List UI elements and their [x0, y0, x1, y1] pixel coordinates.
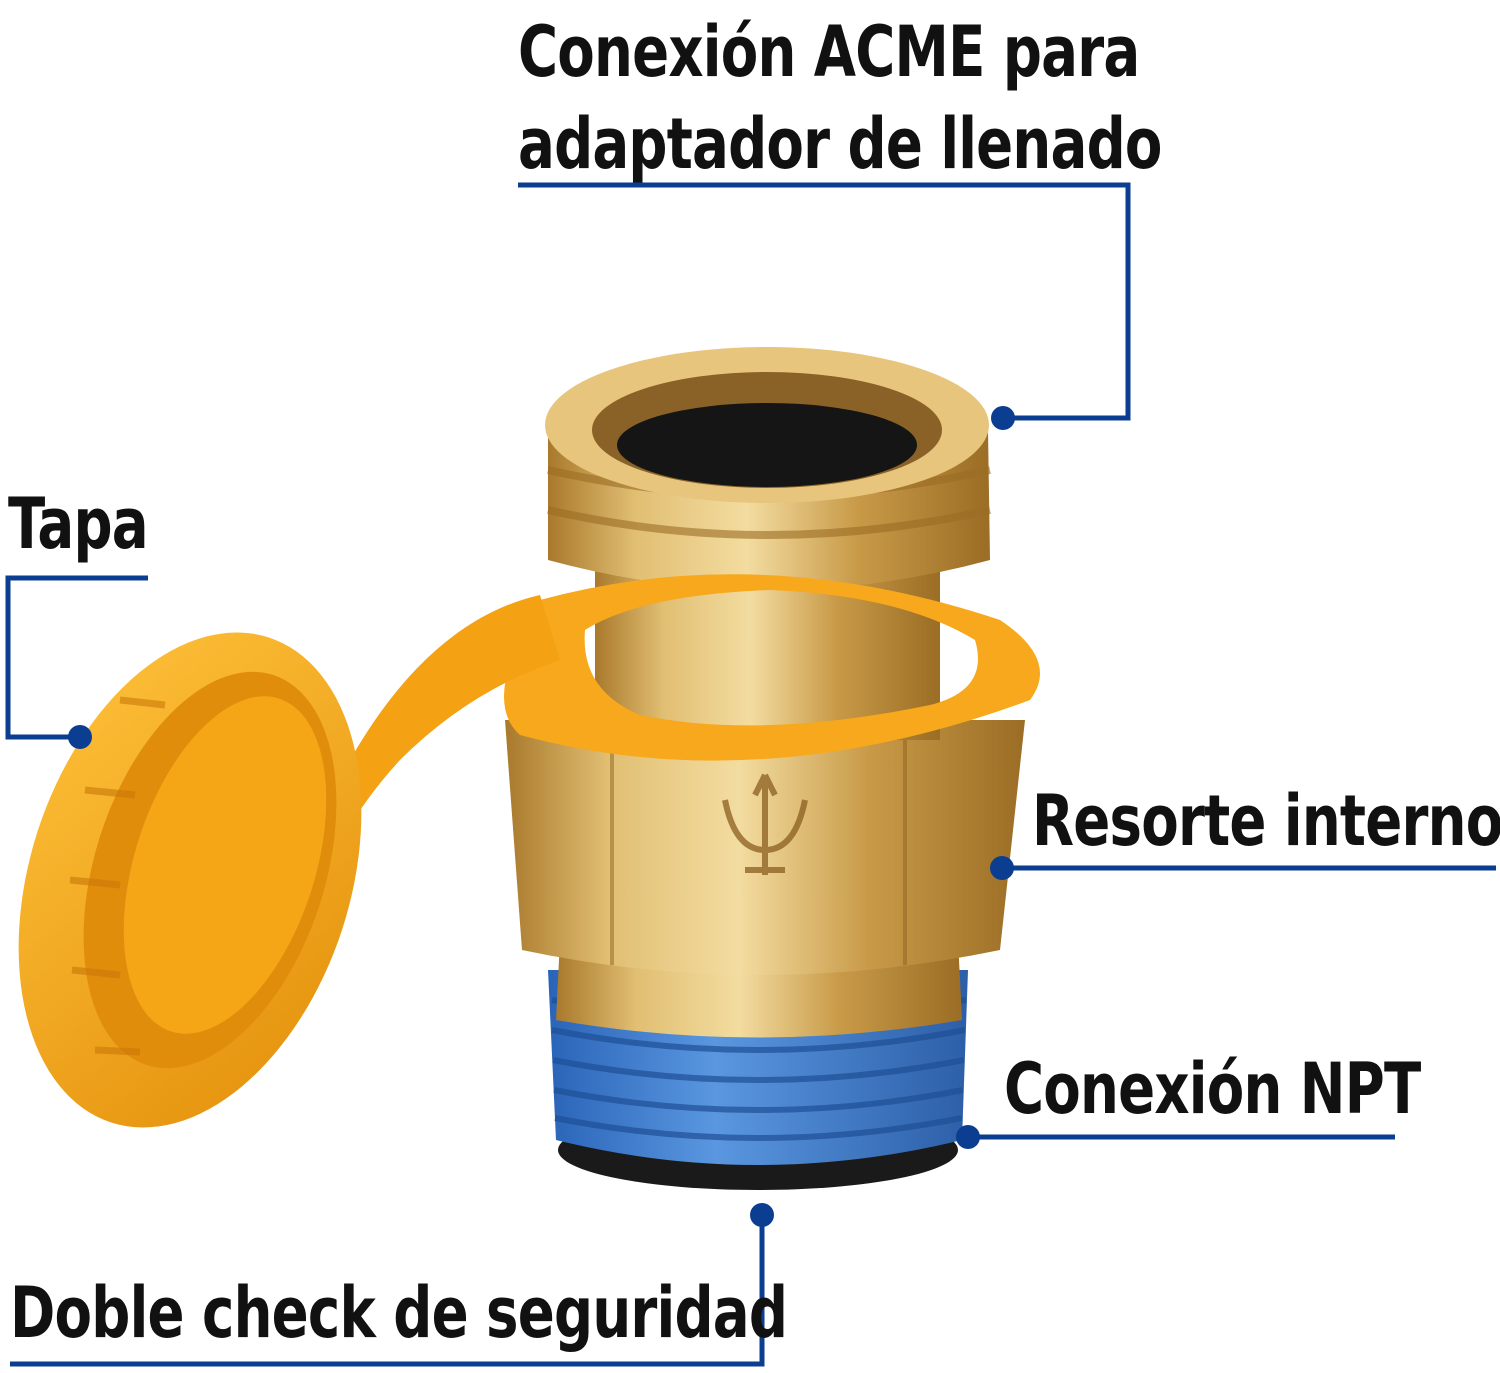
label-acme-line1: Conexión ACME para — [518, 11, 1140, 93]
callout-acme — [518, 182, 1131, 421]
callout-dot-npt — [956, 1125, 980, 1149]
trident-logo — [722, 773, 808, 875]
brass-fitting — [505, 347, 1025, 1190]
callout-dot-resorte — [990, 856, 1014, 880]
internal-seal — [617, 403, 917, 487]
callout-tapa — [5, 575, 148, 740]
callout-dot-doble — [750, 1203, 774, 1227]
cap — [18, 632, 362, 1128]
label-npt-connection: Conexión NPT — [1004, 1048, 1421, 1130]
label-acme-line2: adaptador de llenado — [518, 103, 1162, 185]
cap-assembly — [18, 574, 1040, 1128]
label-tapa: Tapa — [8, 483, 149, 565]
label-internal-spring: Resorte interno — [1032, 780, 1500, 862]
label-acme-connection: Conexión ACME para adaptador de llenado — [518, 6, 1162, 190]
label-double-check: Doble check de seguridad — [10, 1272, 788, 1354]
cap-strap-ring — [504, 574, 1040, 761]
callout-dot-tapa — [68, 725, 92, 749]
callout-dot-acme — [991, 406, 1015, 430]
callout-doble — [10, 1215, 765, 1367]
cap-strap — [300, 595, 560, 880]
